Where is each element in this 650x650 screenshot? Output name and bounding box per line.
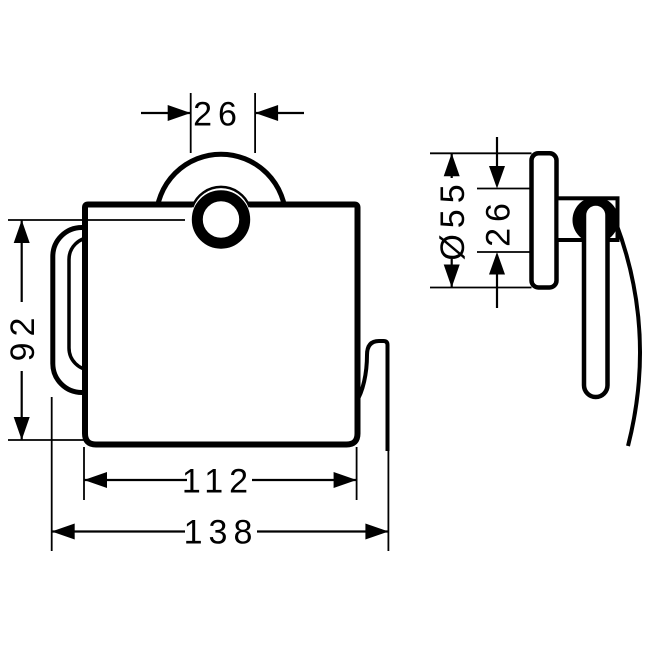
hinge-knob — [191, 190, 251, 249]
side-view — [529, 151, 642, 447]
dim-roll-width: 26 — [141, 93, 304, 153]
arrowhead-up — [13, 220, 30, 243]
arrowhead-left — [51, 523, 75, 540]
arrowhead-right — [167, 105, 191, 121]
arrowhead-down — [489, 166, 505, 189]
dim-label-arm-offset: 26 — [479, 197, 517, 247]
cover-plate — [82, 201, 361, 448]
dim-height: 92 — [4, 219, 185, 441]
spare-hook — [354, 339, 390, 451]
arrowhead-up — [489, 252, 505, 275]
dim-arm-offset: 26 — [477, 137, 530, 308]
dim-label-cover-width: 112 — [182, 463, 254, 501]
holder-arm — [581, 201, 610, 400]
dim-total-width: 138 — [50, 397, 390, 552]
arrowhead-right — [365, 523, 389, 540]
dim-label-roll-width: 26 — [193, 96, 243, 134]
arrowhead-up — [443, 153, 460, 177]
arrowhead-down — [13, 417, 30, 440]
dim-label-total-width: 138 — [184, 514, 259, 552]
dim-cover-width: 112 — [83, 447, 358, 501]
cover-side-profile — [614, 222, 642, 447]
arrowhead-left — [255, 105, 279, 121]
dim-plate-diameter: Ø55 — [430, 152, 532, 289]
arrowhead-down — [443, 264, 460, 288]
front-view — [50, 151, 390, 451]
dim-label-height: 92 — [4, 312, 42, 362]
hinge-notch-edge — [191, 185, 251, 208]
arrowhead-right — [333, 472, 357, 488]
wall-plate — [529, 151, 559, 290]
dim-label-plate-diameter: Ø55 — [434, 178, 472, 260]
arrowhead-left — [84, 472, 107, 488]
